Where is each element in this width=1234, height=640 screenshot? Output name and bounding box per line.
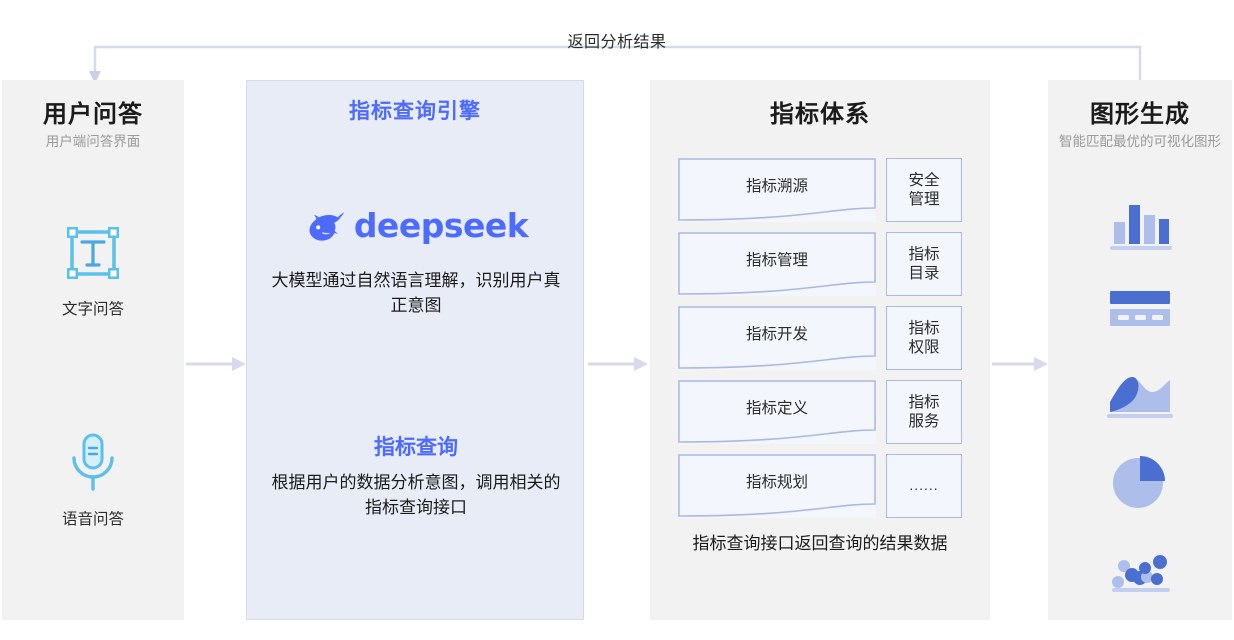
deepseek-logo: deepseek [247, 206, 585, 245]
panel-metric-system: 指标体系 指标溯源 安全管理 指标管理 [650, 80, 990, 620]
metric-card-lineage-label: 指标溯源 [745, 178, 808, 195]
microphone-icon [2, 425, 184, 501]
flow-arrow-1 [186, 357, 246, 371]
engine-section-title-query: 指标查询 [374, 436, 458, 459]
return-flow-label: 返回分析结果 [567, 34, 667, 51]
metric-card-grid: 指标溯源 安全管理 指标管理 指标目录 [650, 158, 990, 528]
table-chart-icon[interactable] [1048, 266, 1232, 352]
metric-row: 指标规划 ...... [678, 454, 962, 518]
scatter-chart-icon[interactable] [1048, 524, 1232, 610]
metric-card-more[interactable]: ...... [886, 454, 962, 518]
engine-desc-query: 根据用户的数据分析意图，调用相关的指标查询接口 [271, 473, 561, 517]
area-chart-icon[interactable] [1048, 352, 1232, 438]
text-cursor-icon [2, 215, 184, 291]
metric-card-service[interactable]: 指标服务 [886, 380, 962, 444]
engine-desc-understanding: 大模型通过自然语言理解，识别用户真正意图 [271, 271, 561, 315]
metric-card-management-label: 指标管理 [745, 252, 808, 269]
metric-card-service-label: 指标服务 [908, 393, 940, 430]
flow-arrow-3 [992, 357, 1048, 371]
panel-title-metric-query-engine: 指标查询引擎 [349, 100, 481, 123]
item-text-qa-label: 文字问答 [61, 301, 124, 318]
metric-card-definition[interactable]: 指标定义 [678, 380, 876, 444]
metric-row: 指标定义 指标服务 [678, 380, 962, 444]
metric-card-development[interactable]: 指标开发 [678, 306, 876, 370]
metric-card-permission-label: 指标权限 [908, 319, 940, 356]
panel-metric-query-engine: 指标查询引擎 deepseek 大模型通过自然语言理解，识别用户真正意图 指标查… [246, 80, 584, 620]
metric-card-catalog-label: 指标目录 [908, 245, 940, 282]
metric-card-permission[interactable]: 指标权限 [886, 306, 962, 370]
flow-arrow-2 [588, 357, 648, 371]
metric-card-catalog[interactable]: 指标目录 [886, 232, 962, 296]
panel-subtitle-chart-generation: 智能匹配最优的可视化图形 [1059, 134, 1221, 149]
metric-card-planning-label: 指标规划 [745, 474, 808, 491]
metric-card-development-label: 指标开发 [745, 326, 808, 343]
metric-card-security[interactable]: 安全管理 [886, 158, 962, 222]
metric-card-definition-label: 指标定义 [745, 400, 808, 417]
item-voice-qa-label: 语音问答 [61, 511, 124, 528]
metric-row: 指标开发 指标权限 [678, 306, 962, 370]
metric-card-planning[interactable]: 指标规划 [678, 454, 876, 518]
bar-chart-icon[interactable] [1048, 180, 1232, 266]
panel-user-qa: 用户问答 用户端问答界面 文字问答 [2, 80, 184, 620]
chart-icon-list [1048, 180, 1232, 610]
panel-subtitle-user-qa: 用户端问答界面 [45, 134, 141, 149]
metric-row: 指标溯源 安全管理 [678, 158, 962, 222]
panel-title-user-qa: 用户问答 [43, 101, 143, 128]
panel-title-chart-generation: 图形生成 [1090, 101, 1190, 128]
metric-card-lineage[interactable]: 指标溯源 [678, 158, 876, 222]
pie-chart-icon[interactable] [1048, 438, 1232, 524]
metric-card-security-label: 安全管理 [908, 171, 940, 208]
deepseek-wordmark: deepseek [353, 206, 529, 245]
panel-chart-generation: 图形生成 智能匹配最优的可视化图形 [1048, 80, 1232, 620]
deepseek-whale-icon [309, 211, 345, 241]
panel-title-metric-system: 指标体系 [770, 101, 870, 128]
item-voice-qa[interactable]: 语音问答 [2, 425, 184, 529]
metric-card-management[interactable]: 指标管理 [678, 232, 876, 296]
metric-system-footer: 指标查询接口返回查询的结果数据 [692, 534, 948, 553]
item-text-qa[interactable]: 文字问答 [2, 215, 184, 319]
metric-row: 指标管理 指标目录 [678, 232, 962, 296]
